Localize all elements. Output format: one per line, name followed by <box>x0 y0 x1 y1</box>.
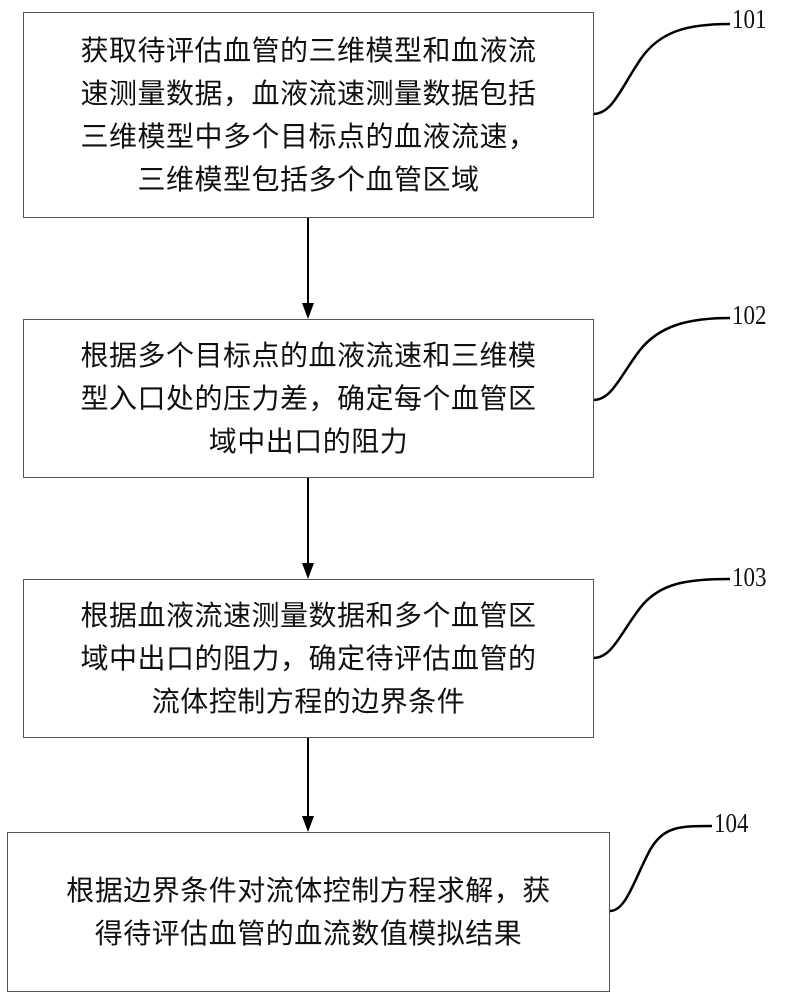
step-103-line: 根据血液流速测量数据和多个血管区 <box>80 599 537 632</box>
arrow-103-to-104 <box>302 738 314 832</box>
step-label-103: 103 <box>732 562 767 592</box>
step-102-line: 域中出口的阻力 <box>208 425 409 458</box>
step-103-line: 域中出口的阻力，确定待评估血管的 <box>80 642 537 675</box>
step-text-102: 根据多个目标点的血液流速和三维模 型入口处的压力差，确定每个血管区 域中出口的阻… <box>80 334 536 463</box>
step-label-101: 101 <box>732 4 767 34</box>
leader-104 <box>609 824 713 913</box>
step-101-line: 三维模型包括多个血管区域 <box>137 163 480 196</box>
step-text-103: 根据血液流速测量数据和多个血管区 域中出口的阻力，确定待评估血管的 流体控制方程… <box>80 594 536 723</box>
step-104-line: 根据边界条件对流体控制方程求解，获 <box>66 874 551 907</box>
step-label-102: 102 <box>732 300 767 330</box>
step-101-line: 速测量数据，血液流速测量数据包括 <box>80 77 537 110</box>
step-box-104: 根据边界条件对流体控制方程求解，获 得待评估血管的血流数值模拟结果 <box>7 832 610 992</box>
arrow-102-to-103 <box>302 478 314 579</box>
step-box-101: 获取待评估血管的三维模型和血液流 速测量数据，血液流速测量数据包括 三维模型中多… <box>23 12 594 218</box>
step-box-103: 根据血液流速测量数据和多个血管区 域中出口的阻力，确定待评估血管的 流体控制方程… <box>23 579 594 738</box>
step-label-104: 104 <box>714 808 749 838</box>
step-text-101: 获取待评估血管的三维模型和血液流 速测量数据，血液流速测量数据包括 三维模型中多… <box>80 29 536 201</box>
step-102-line: 根据多个目标点的血液流速和三维模 <box>80 339 537 372</box>
step-102-line: 型入口处的压力差，确定每个血管区 <box>80 382 537 415</box>
step-101-line: 三维模型中多个目标点的血液流速， <box>80 120 537 153</box>
leader-101 <box>592 22 731 116</box>
step-text-104: 根据边界条件对流体控制方程求解，获 得待评估血管的血流数值模拟结果 <box>66 869 551 955</box>
leader-103 <box>592 577 731 660</box>
step-101-line: 获取待评估血管的三维模型和血液流 <box>80 34 537 67</box>
arrow-101-to-102 <box>302 218 314 319</box>
step-box-102: 根据多个目标点的血液流速和三维模 型入口处的压力差，确定每个血管区 域中出口的阻… <box>23 319 594 478</box>
step-103-line: 流体控制方程的边界条件 <box>151 685 466 718</box>
step-104-line: 得待评估血管的血流数值模拟结果 <box>94 917 523 950</box>
leader-102 <box>592 316 731 402</box>
